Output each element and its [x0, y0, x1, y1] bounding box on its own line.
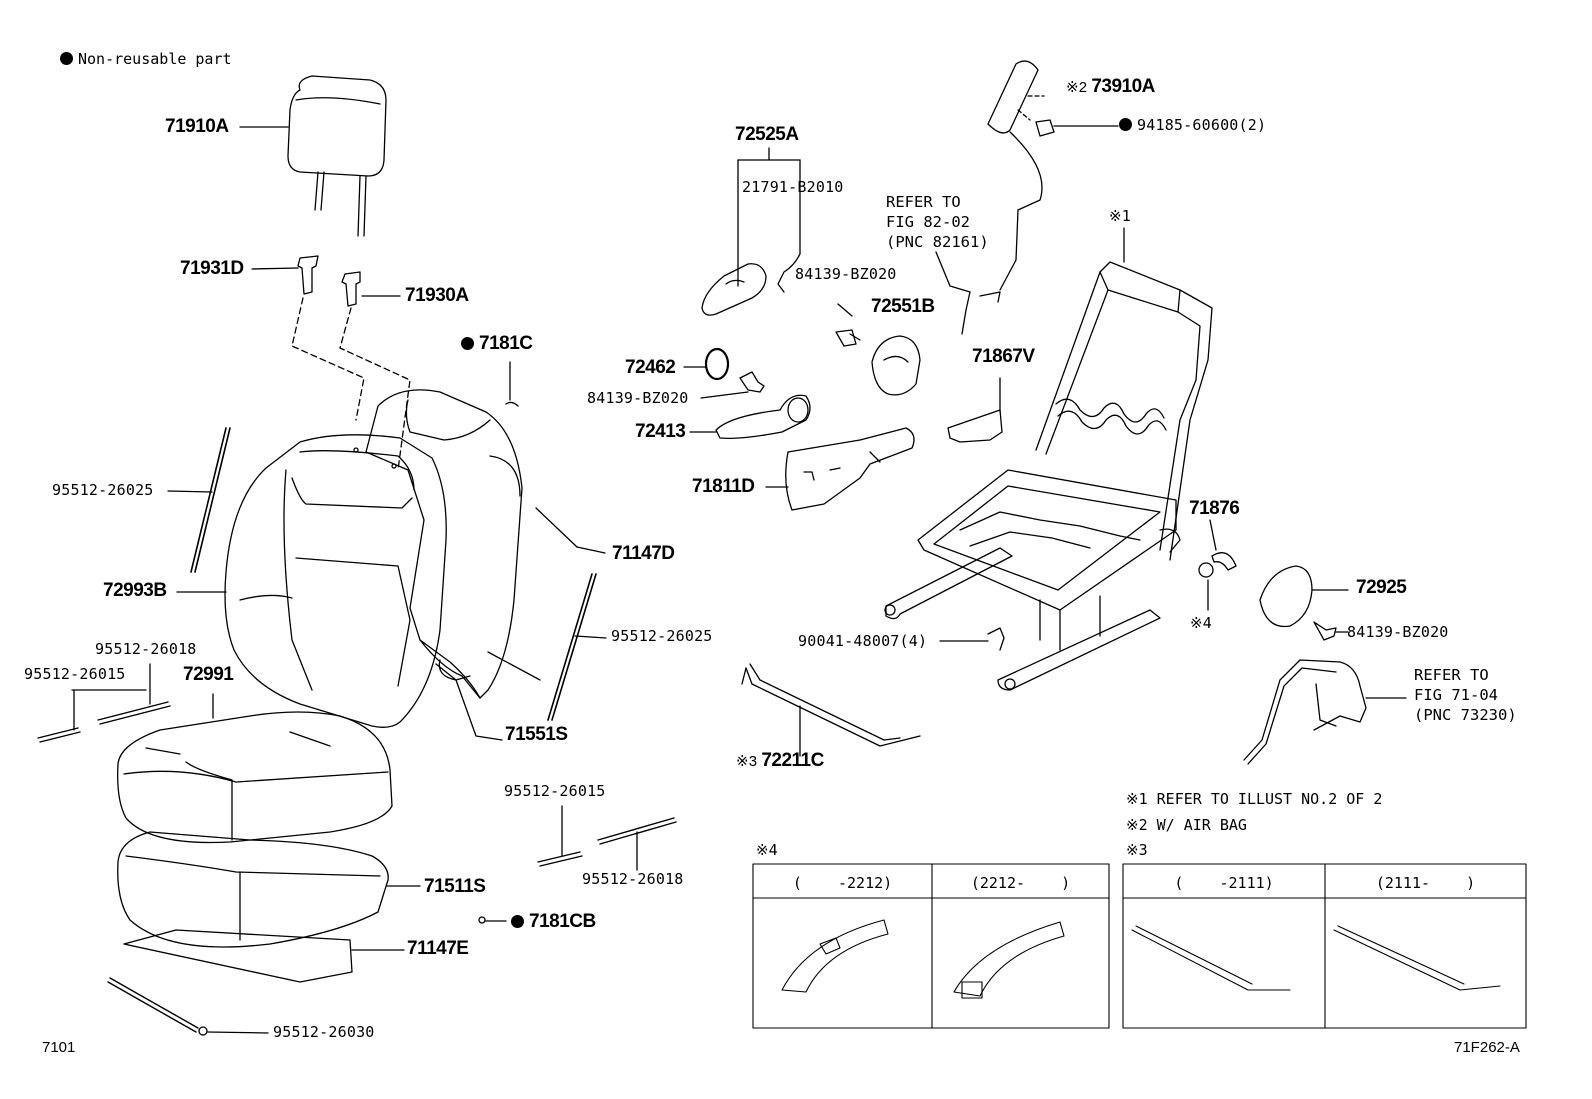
non-reusable-dot-icon: [511, 915, 524, 928]
non-reusable-dot-icon: [461, 337, 474, 350]
part-95512-26018-right[interactable]: 95512-26018: [582, 870, 684, 888]
part-71147D[interactable]: 71147D: [612, 543, 675, 564]
table-3-header-1: ( -2111): [1174, 874, 1274, 892]
table-4-mark: ※4: [756, 841, 778, 859]
part-95512-26015-left[interactable]: 95512-26015: [24, 665, 126, 683]
mark-2: ※2: [1066, 79, 1088, 96]
part-94185-60600[interactable]: 94185-60600(2): [1119, 118, 1266, 133]
part-21791-B2010[interactable]: 21791-B2010: [742, 178, 844, 196]
knob-72551B-drawing: [871, 335, 921, 396]
headrest-drawing: [239, 75, 387, 237]
table-3-header-2: (2111- ): [1375, 874, 1476, 892]
table-4-header-1: ( -2212): [792, 874, 893, 892]
legend: Non-reusable part: [60, 52, 232, 67]
part-7181CB[interactable]: 7181CB: [511, 912, 596, 931]
recliner-cover-drawing: [683, 347, 811, 440]
part-71511S[interactable]: 71511S: [424, 876, 486, 897]
refer-fig-71-04[interactable]: REFER TO FIG 71-04 (PNC 73230): [1414, 666, 1517, 724]
part-71867V[interactable]: 71867V: [972, 346, 1035, 367]
part-72525A[interactable]: 72525A: [735, 124, 799, 145]
mark-1-frame: ※1: [1109, 207, 1131, 225]
part-90041-48007[interactable]: 90041-48007(4): [798, 632, 928, 650]
part-84139-BZ020-mid[interactable]: 84139-BZ020: [587, 389, 689, 407]
part-71811D[interactable]: 71811D: [692, 476, 755, 497]
part-72551B[interactable]: 72551B: [871, 296, 935, 317]
upper-cover-drawing: [701, 147, 861, 347]
part-72462[interactable]: 72462: [625, 357, 676, 378]
clip-drawing: [505, 361, 519, 407]
non-reusable-dot-icon: [60, 52, 73, 65]
part-7181C[interactable]: 7181C: [461, 334, 533, 353]
part-72211C-label: 72211C: [761, 750, 824, 771]
side-shield-drawing: [765, 427, 915, 511]
part-72925[interactable]: 72925: [1356, 577, 1407, 598]
part-71551S[interactable]: 71551S: [505, 724, 568, 745]
seatback-cover-drawing: [176, 434, 447, 728]
part-7181CB-label: 7181CB: [529, 911, 596, 932]
airbag-drawing: [935, 60, 1119, 335]
part-84139-BZ020-upper[interactable]: 84139-BZ020: [795, 265, 897, 283]
footer-page-id: 7101: [42, 1039, 76, 1056]
refer-fig-82-02[interactable]: REFER TO FIG 82-02 (PNC 82161): [886, 193, 989, 251]
part-95512-26025-left[interactable]: 95512-26025: [52, 481, 154, 499]
legend-label: Non-reusable part: [78, 50, 232, 68]
variant-table-drawing: [752, 863, 1527, 1029]
cushion-pad-drawing: [117, 831, 421, 948]
part-72991[interactable]: 72991: [183, 664, 234, 685]
seatbelt-drawing: [1243, 659, 1407, 765]
part-94185-label: 94185-60600(2): [1137, 116, 1267, 134]
note-1: ※1 REFER TO ILLUST NO.2 OF 2: [1126, 790, 1383, 808]
part-84139-BZ020-right[interactable]: 84139-BZ020: [1347, 623, 1449, 641]
seat-frame-drawing: [884, 227, 1213, 691]
part-95512-26030[interactable]: 95512-26030: [273, 1023, 375, 1041]
inner-cover-drawing: [1198, 519, 1349, 641]
part-71930A[interactable]: 71930A: [405, 285, 469, 306]
part-95512-26015-right[interactable]: 95512-26015: [504, 782, 606, 800]
rod-drawing: [167, 427, 607, 721]
headrest-guide-drawing: [251, 255, 411, 471]
footer-figure-id: 71F262-A: [1454, 1039, 1520, 1056]
table-3-mark: ※3: [1126, 841, 1148, 859]
cushion-cover-drawing: [117, 693, 393, 844]
non-reusable-dot-icon: [1119, 118, 1132, 131]
side-rod-drawing: [37, 663, 677, 924]
lumbar-wire-drawing: [741, 663, 921, 757]
strap-drawing: [438, 659, 503, 741]
frame-pad-drawing: [947, 377, 1003, 443]
part-72993B[interactable]: 72993B: [103, 580, 167, 601]
note-2: ※2 W/ AIR BAG: [1126, 816, 1247, 834]
part-71931D[interactable]: 71931D: [180, 258, 244, 279]
part-71910A[interactable]: 71910A: [165, 116, 229, 137]
part-72413[interactable]: 72413: [635, 421, 686, 442]
part-95512-26025-right[interactable]: 95512-26025: [611, 627, 713, 645]
bottom-pad-drawing: [123, 929, 405, 983]
table-4-header-2: (2212- ): [970, 874, 1071, 892]
part-71876[interactable]: 71876: [1189, 498, 1240, 519]
part-71147E[interactable]: 71147E: [407, 938, 469, 959]
part-73910A-label: 73910A: [1091, 76, 1155, 97]
part-7181C-label: 7181C: [479, 333, 533, 354]
mark-4-frame: ※4: [1190, 614, 1212, 632]
bottom-wire-drawing: [107, 977, 269, 1036]
mark-3: ※3: [736, 753, 758, 770]
part-95512-26018-left[interactable]: 95512-26018: [95, 640, 197, 658]
